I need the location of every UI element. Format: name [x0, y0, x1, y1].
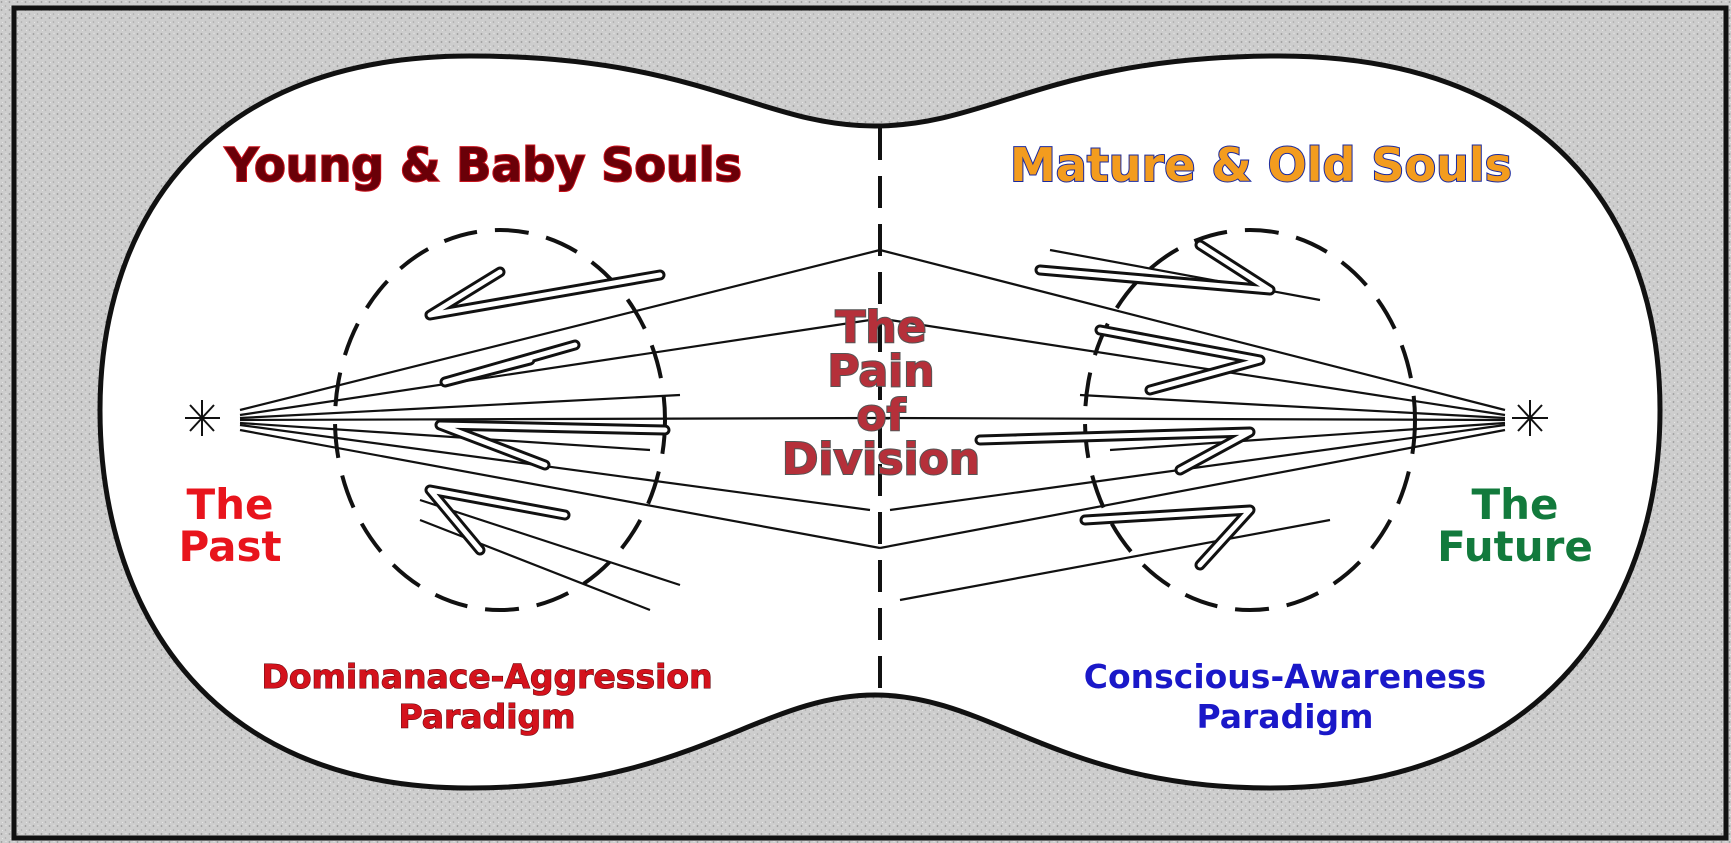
the-future-label: The Future	[1420, 484, 1610, 568]
center-line-2: Pain	[750, 350, 1012, 394]
past-line-1: The	[160, 484, 300, 526]
young-souls-title: Young & Baby Souls	[225, 142, 742, 188]
dominance-line-2: Paradigm	[222, 697, 752, 737]
the-past-label: The Past	[160, 484, 300, 568]
conscious-paradigm-label: Conscious-Awareness Paradigm	[1040, 657, 1530, 736]
center-line-1: The	[750, 306, 1012, 350]
future-line-2: Future	[1420, 526, 1610, 568]
center-line-4: Division	[750, 438, 1012, 482]
dominance-paradigm-label: Dominanace-Aggression Paradigm	[222, 657, 752, 736]
future-line-1: The	[1420, 484, 1610, 526]
mature-souls-title: Mature & Old Souls	[1010, 142, 1512, 188]
conscious-line-2: Paradigm	[1040, 697, 1530, 737]
pain-of-division-label: The Pain of Division	[750, 306, 1012, 482]
past-line-2: Past	[160, 526, 300, 568]
conscious-line-1: Conscious-Awareness	[1040, 657, 1530, 697]
dominance-line-1: Dominanace-Aggression	[222, 657, 752, 697]
center-line-3: of	[750, 394, 1012, 438]
